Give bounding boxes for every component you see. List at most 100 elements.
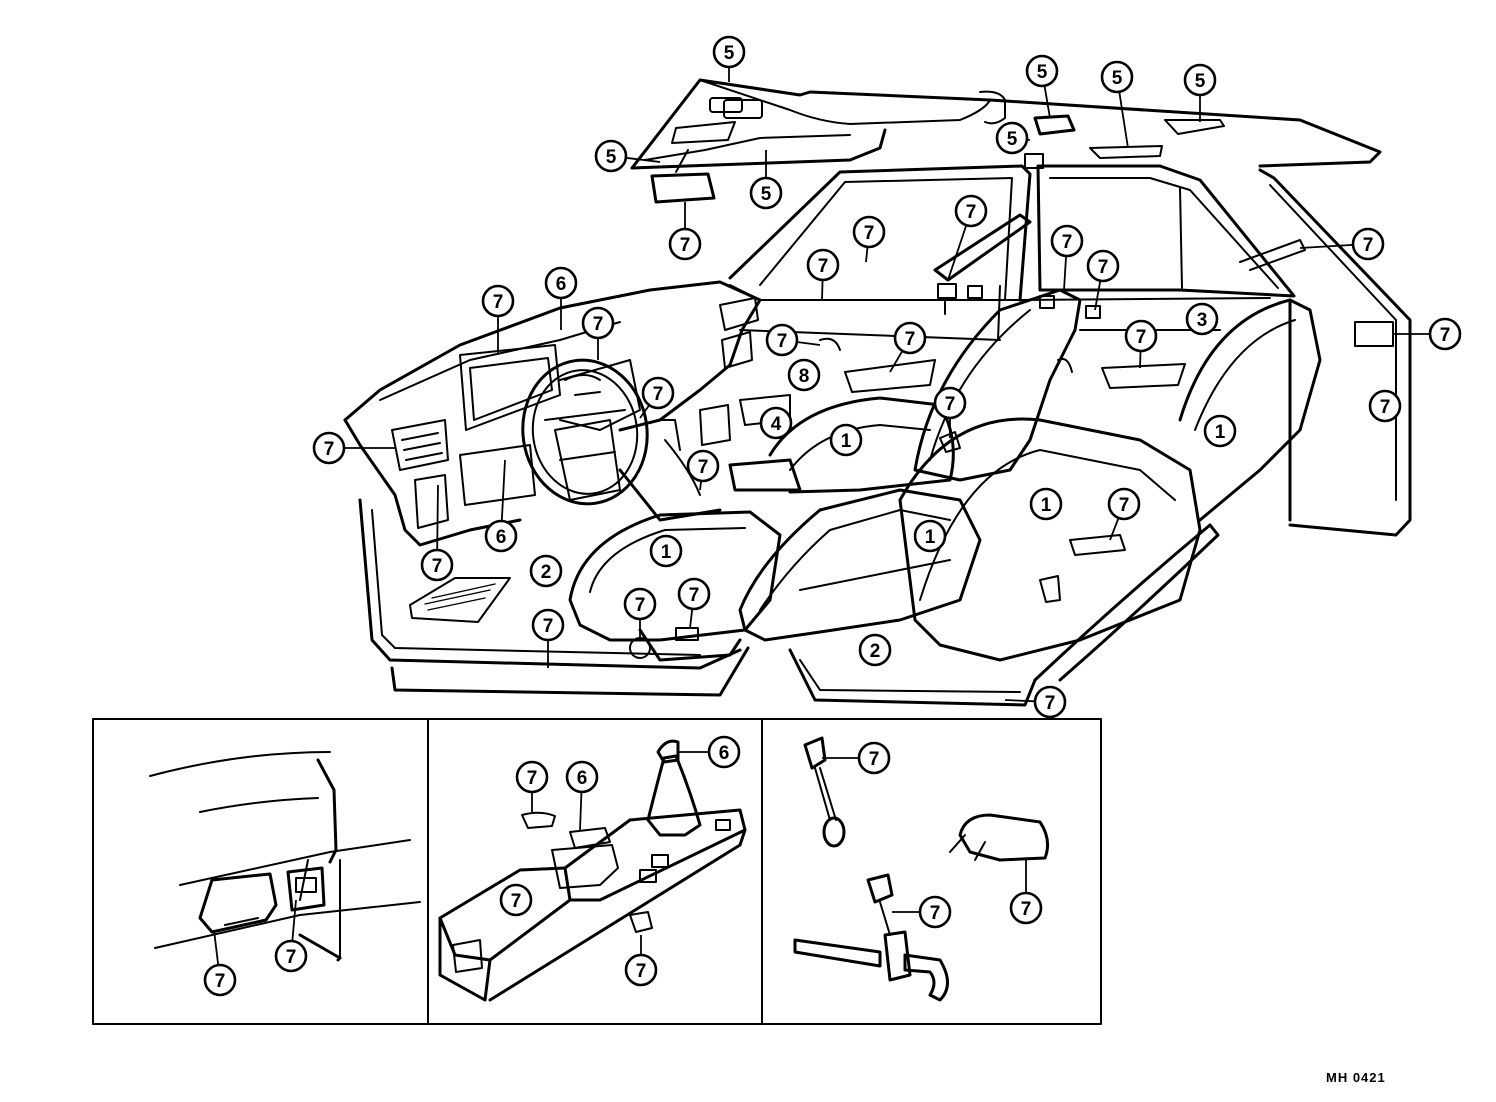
callout-number: 7 (635, 595, 646, 616)
callout-number: 5 (1037, 62, 1048, 83)
callout-number: 5 (1195, 71, 1206, 92)
callout-circle (1124, 319, 1158, 353)
callout-circle (484, 519, 518, 553)
part-callout-accessory: 7 (933, 386, 967, 438)
part-callout-accessory: 7 (515, 760, 549, 812)
callout-circle (668, 227, 702, 261)
callout-circle (1183, 63, 1217, 97)
callout-leader-line (865, 246, 869, 263)
part-callout-shift-knob: 6 (484, 459, 518, 553)
callout-circle (1185, 302, 1219, 336)
part-callout-seat: 1 (649, 534, 683, 568)
callout-circle (529, 554, 563, 588)
callout-number: 7 (215, 971, 226, 992)
callout-circle (1050, 224, 1084, 258)
callout-circle (1107, 487, 1141, 521)
part-callout-seat: 1 (913, 519, 947, 553)
part-callout-roof-lining: 5 (712, 35, 746, 82)
part-callout-roof-lining: 5 (1183, 63, 1217, 122)
callout-circle (1203, 414, 1237, 448)
callout-number: 7 (593, 314, 604, 335)
callout-leader-line (213, 929, 220, 966)
callout-leader-line (1004, 699, 1036, 703)
callout-number: 7 (966, 202, 977, 223)
part-callout-scuff: 4 (759, 406, 793, 440)
callout-number: 5 (724, 43, 735, 64)
inset-console-drawing (438, 739, 747, 1002)
callout-leader-line (1063, 255, 1067, 291)
callout-number: 7 (1380, 397, 1391, 418)
callout-number: 1 (1215, 422, 1226, 443)
part-callout-door-trim: 3 (1185, 302, 1219, 336)
part-callout-roof-lining: 5 (594, 139, 661, 173)
inset-dash-pocket-drawing (149, 751, 421, 962)
callout-number: 7 (1136, 327, 1147, 348)
callout-number: 8 (799, 366, 810, 387)
part-callout-seat: 1 (829, 423, 863, 457)
callout-leader-line (639, 404, 650, 419)
callout-circle (1100, 60, 1134, 94)
part-callout-seat: 1 (1029, 487, 1063, 521)
callout-number: 7 (698, 457, 709, 478)
callout-circle (649, 534, 683, 568)
callout-circle (707, 735, 741, 769)
part-callout-accessory: 7 (1392, 317, 1462, 351)
part-callout-accessory: 7 (420, 484, 454, 582)
callout-circle (686, 449, 720, 483)
part-callout-accessory: 7 (203, 929, 237, 997)
headliner-drawing (630, 78, 1382, 204)
callout-circle (857, 741, 891, 775)
callout-circle (624, 953, 658, 987)
body-frame-drawing (728, 164, 1412, 537)
callout-number: 7 (680, 235, 691, 256)
part-callout-accessory: 7 (1107, 487, 1141, 541)
inset-frames (92, 718, 1102, 1025)
callout-number: 2 (541, 562, 552, 583)
callout-number: 7 (493, 292, 504, 313)
callout-leader-line (699, 480, 703, 491)
callout-number: 5 (1007, 129, 1018, 150)
callout-circle (531, 608, 565, 642)
callout-number: 6 (719, 743, 730, 764)
part-callout-accessory: 7 (1086, 249, 1120, 311)
callout-leader-line (500, 459, 506, 522)
callout-circle (420, 548, 454, 582)
part-callout-accessory: 7 (668, 202, 702, 261)
callout-number: 1 (661, 542, 672, 563)
callout-circle (1368, 389, 1402, 423)
callout-circle (806, 248, 840, 282)
part-callout-accessory: 7 (947, 194, 988, 281)
callout-number: 7 (905, 329, 916, 350)
callout-leader-line (1299, 243, 1354, 249)
part-callout-accessory: 7 (677, 577, 711, 629)
callout-circle (1033, 685, 1067, 719)
part-callout-roof-lining: 5 (1025, 54, 1059, 119)
callout-leader-line (579, 791, 583, 831)
part-callout-seat: 1 (1203, 414, 1237, 448)
part-callout-accessory: 7 (1009, 860, 1043, 925)
callout-circle (641, 376, 675, 410)
callout-number: 6 (577, 768, 588, 789)
part-callout-accessory: 7 (639, 376, 675, 419)
part-callout-accessory: 7 (1299, 227, 1385, 261)
callout-number: 7 (777, 331, 788, 352)
callout-leader-line (821, 279, 824, 301)
part-callout-accessory: 7 (312, 431, 395, 465)
callout-circle (749, 176, 783, 210)
callout-circle (594, 139, 628, 173)
callout-circle (918, 895, 952, 929)
callout-number: 7 (543, 616, 554, 637)
callout-number: 7 (864, 223, 875, 244)
callout-number: 7 (930, 903, 941, 924)
part-callout-accessory: 7 (623, 587, 657, 640)
callout-number: 7 (1021, 899, 1032, 920)
callout-leader-line (1094, 280, 1102, 311)
callout-circle (499, 883, 533, 917)
callout-number: 7 (818, 256, 829, 277)
callout-circle (1351, 227, 1385, 261)
callout-number: 7 (1098, 257, 1109, 278)
callout-circle (1025, 54, 1059, 88)
callout-leader-line (625, 156, 661, 163)
